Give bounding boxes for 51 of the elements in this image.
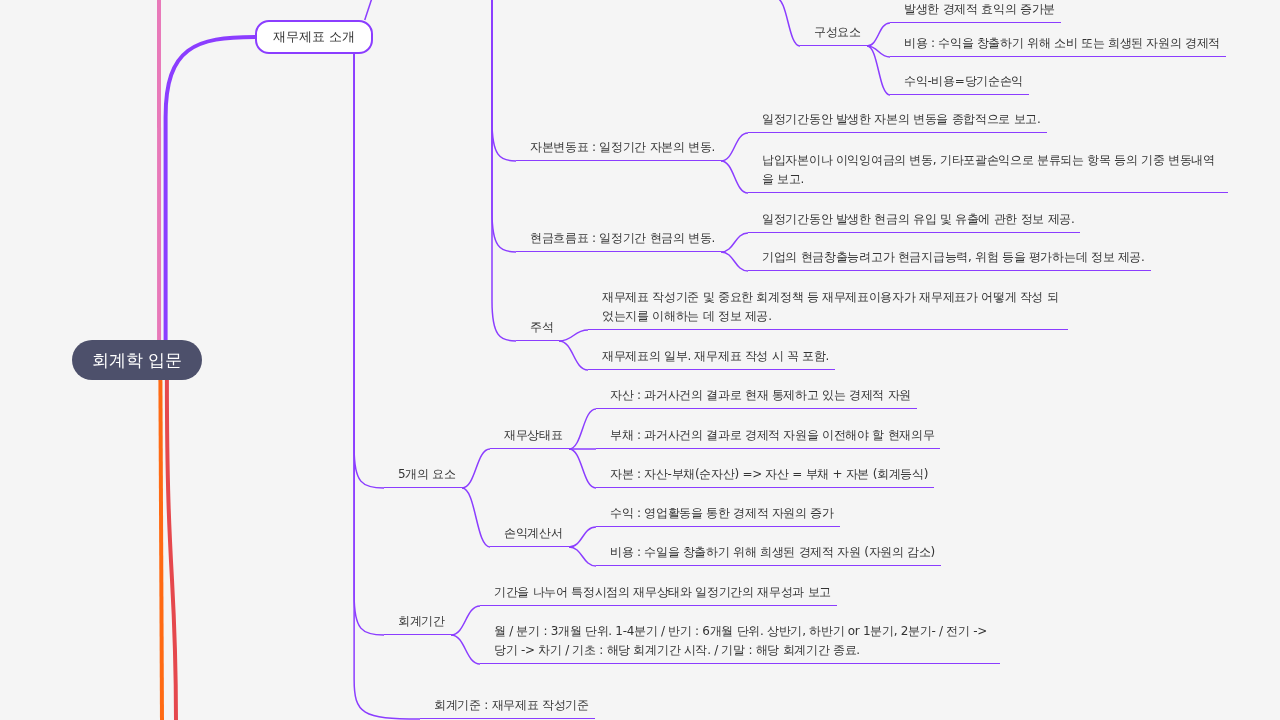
branch-line bbox=[353, 53, 421, 720]
topic-text: 손익계산서 bbox=[490, 524, 569, 547]
topic-text: 회계기간 bbox=[384, 612, 451, 635]
topic-text: 자본변동표 : 일정기간 자본의 변동. bbox=[516, 138, 722, 161]
branch-line bbox=[568, 448, 597, 489]
topic-text: 5개의 요소 bbox=[384, 465, 462, 488]
topic-text: 비용 : 수익을 창출하기 위해 소비 또는 희생된 자원의 경제적 bbox=[890, 34, 1227, 57]
branch-line bbox=[720, 160, 749, 194]
branch-line bbox=[720, 251, 749, 272]
topic-text: 구성요소 bbox=[800, 23, 867, 46]
topic-text: 주석 bbox=[516, 318, 560, 341]
branch-line bbox=[568, 448, 597, 450]
branch-line bbox=[461, 487, 491, 548]
branch-line bbox=[568, 526, 597, 548]
topic-text: 기간을 나누어 특정시점의 재무상태와 일정기간의 재무성과 보고 bbox=[480, 583, 837, 606]
branch-line bbox=[157, 0, 162, 340]
topic-text: 일정기간동안 발생한 자본의 변동을 종합적으로 보고. bbox=[748, 110, 1047, 133]
branch-line bbox=[866, 45, 891, 96]
topic-text: 자본 : 자산-부채(순자산) => 자산 = 부채 + 자본 (회계등식) bbox=[596, 465, 935, 488]
branch-line bbox=[866, 45, 891, 58]
topic-text: 발생한 경제적 효익의 증가분 bbox=[890, 0, 1061, 23]
branch-line bbox=[461, 448, 491, 489]
topic-text: 기업의 현금창출능려고가 현금지급능력, 위험 등을 평가하는데 정보 제공. bbox=[748, 248, 1151, 271]
branch-line bbox=[558, 329, 589, 342]
topic-text: 재무상태표 bbox=[490, 426, 569, 449]
topic-text: 재무제표 작성기준 및 중요한 회계정책 등 재무제표이용자가 재무제표가 어떻게 작성 되었는지를 이해하는 데 정보 제공. bbox=[588, 288, 1068, 330]
branch-line bbox=[158, 380, 164, 720]
branch-line bbox=[364, 0, 373, 21]
branch-line bbox=[164, 380, 178, 720]
branch-line bbox=[163, 35, 256, 340]
branch-line bbox=[450, 605, 481, 636]
branch-line bbox=[720, 232, 749, 253]
branch-line bbox=[568, 546, 597, 567]
topic-text: 월 / 분기 : 3개월 단위. 1-4분기 / 반기 : 6개월 단위. 상반기, 하반기 or 1분기, 2분기- / 전기 -> 당기 -> 차기 / 기초 : 해당 회계기간 시작. / 기말 : 해당 회계기간 종료. bbox=[480, 622, 1000, 664]
branch-line bbox=[491, 0, 517, 342]
branch-line bbox=[558, 340, 589, 371]
topic-text: 자산 : 과거사건의 결과로 현재 통제하고 있는 경제적 자원 bbox=[596, 386, 917, 409]
main-topic-pill: 재무제표 소개 bbox=[255, 20, 374, 54]
branch-line bbox=[450, 634, 481, 665]
topic-text: 수익 : 영업활동을 통한 경제적 자원의 증가 bbox=[596, 504, 840, 527]
branch-line bbox=[720, 132, 749, 162]
topic-text: 납입자본이나 이익잉여금의 변동, 기타포괄손익으로 분류되는 항목 등의 기중 변동내역을 보고. bbox=[748, 151, 1228, 193]
topic-text: 부채 : 과거사건의 결과로 경제적 자원을 이전해야 할 현재의무 bbox=[596, 426, 941, 449]
topic-text: 일정기간동안 발생한 현금의 유입 및 유출에 관한 정보 제공. bbox=[748, 210, 1081, 233]
topic-text: 비용 : 수일을 창출하기 위해 희생된 경제적 자원 (자원의 감소) bbox=[596, 543, 941, 566]
central-topic-pill: 회계학 입문 bbox=[72, 340, 203, 380]
topic-text: 회계기준 : 재무제표 작성기준 bbox=[420, 696, 595, 719]
topic-text: 재무제표의 일부. 재무제표 작성 시 꼭 포함. bbox=[588, 347, 836, 370]
topic-text: 수익-비용=당기순손익 bbox=[890, 72, 1030, 95]
topic-text: 현금흐름표 : 일정기간 현금의 변동. bbox=[516, 229, 722, 252]
branch-line bbox=[866, 22, 891, 47]
